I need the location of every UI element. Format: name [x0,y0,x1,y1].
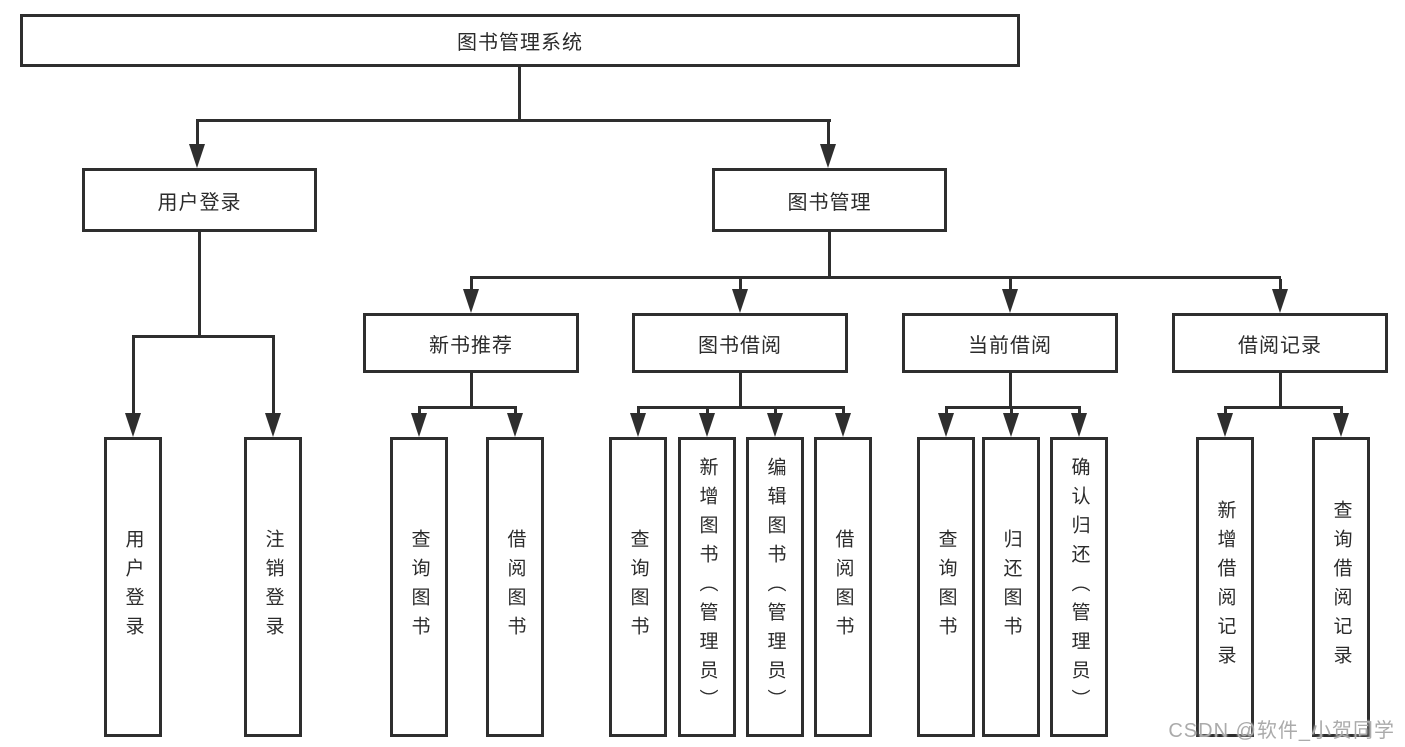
connector-records-leaf2-stem [1340,409,1343,415]
arrow-bookborrow-edit [767,413,783,437]
arrow-bookborrow-query [630,413,646,437]
leaf-records-add-label: 新增借阅记录 [1214,500,1236,674]
arrow-bookborrow-add [699,413,715,437]
arrow-to-book-management [820,144,836,168]
connector-bookborrow-down [739,373,742,406]
connector-leaf-login-stem [132,338,135,413]
connector-newbooks-hline [418,406,517,409]
connector-newbooks-down [470,373,473,406]
connector-bookborrow-leaf2-stem [706,409,709,415]
connector-userlogin-stem [196,121,199,146]
leaf-newbooks-borrow: 借阅图书 [486,437,544,737]
connector-newbooks-leaf1-stem [418,409,421,415]
node-book-borrow-label: 图书借阅 [698,334,782,357]
leaf-newbooks-borrow-label: 借阅图书 [504,529,526,645]
arrow-to-current-borrow [1002,289,1018,313]
connector-records-hline [1224,406,1343,409]
connector-currentborrow-leaf2-stem [1010,409,1013,415]
connector-bookborrow-leaf1-stem [637,409,640,415]
node-new-book-recommend: 新书推荐 [363,313,579,373]
connector-newbooks-leaf2-stem [514,409,517,415]
arrow-currentborrow-confirm [1071,413,1087,437]
leaf-bookborrow-query-label: 查询图书 [627,529,649,645]
connector-records-down [1279,373,1282,406]
node-new-book-recommend-label: 新书推荐 [429,334,513,357]
leaf-currentborrow-confirm-label: 确认归还（管理员） [1068,456,1090,718]
connector-root-stem [518,67,521,120]
leaf-newbooks-query-label: 查询图书 [408,529,430,645]
leaf-bookborrow-borrow-label: 借阅图书 [832,529,854,645]
leaf-user-login-label: 用户登录 [122,529,144,645]
connector-records-stem [1279,279,1282,291]
arrow-currentborrow-return [1003,413,1019,437]
connector-level3-hline [470,276,1281,279]
connector-currentborrow-hline [945,406,1081,409]
arrow-newbooks-borrow [507,413,523,437]
arrow-records-query [1333,413,1349,437]
connector-bookborrow-leaf3-stem [774,409,777,415]
connector-currentborrow-stem [1009,279,1012,291]
arrow-newbooks-query [411,413,427,437]
node-current-borrow: 当前借阅 [902,313,1118,373]
connector-newbooks-stem [470,279,473,291]
leaf-newbooks-query: 查询图书 [390,437,448,737]
leaf-records-query: 查询借阅记录 [1312,437,1370,737]
arrow-to-new-books [463,289,479,313]
arrow-to-borrow-records [1272,289,1288,313]
csdn-watermark: CSDN @软件_小贺同学 [1168,720,1395,742]
arrow-to-book-borrow [732,289,748,313]
connector-bookborrow-stem [739,279,742,291]
node-root-library-system: 图书管理系统 [20,14,1020,67]
connector-bookborrow-leaf4-stem [842,409,845,415]
connector-bookmgmt-stem [827,121,830,146]
leaf-records-add: 新增借阅记录 [1196,437,1254,737]
node-book-management: 图书管理 [712,168,947,232]
node-user-login: 用户登录 [82,168,317,232]
leaf-bookborrow-add: 新增图书（管理员） [678,437,736,737]
arrow-to-leaf-logout [265,413,281,437]
connector-records-leaf1-stem [1224,409,1227,415]
leaf-bookborrow-edit-label: 编辑图书（管理员） [764,456,786,718]
connector-userlogin-hline [132,335,275,338]
connector-leaf-logout-stem [272,338,275,413]
arrow-currentborrow-query [938,413,954,437]
arrow-to-leaf-login [125,413,141,437]
leaf-logout: 注销登录 [244,437,302,737]
connector-currentborrow-down [1009,373,1012,406]
leaf-bookborrow-edit: 编辑图书（管理员） [746,437,804,737]
connector-level2-hline [196,119,831,122]
leaf-currentborrow-return-label: 归还图书 [1000,529,1022,645]
arrow-records-add [1217,413,1233,437]
node-root-label: 图书管理系统 [457,32,583,54]
leaf-bookborrow-add-label: 新增图书（管理员） [696,456,718,718]
leaf-currentborrow-return: 归还图书 [982,437,1040,737]
leaf-records-query-label: 查询借阅记录 [1330,500,1352,674]
node-borrow-records-label: 借阅记录 [1238,334,1322,357]
leaf-currentborrow-query-label: 查询图书 [935,529,957,645]
node-user-login-label: 用户登录 [157,191,242,214]
leaf-bookborrow-borrow: 借阅图书 [814,437,872,737]
node-book-borrow: 图书借阅 [632,313,848,373]
node-borrow-records: 借阅记录 [1172,313,1388,373]
leaf-user-login: 用户登录 [104,437,162,737]
arrow-to-user-login [189,144,205,168]
leaf-bookborrow-query: 查询图书 [609,437,667,737]
node-current-borrow-label: 当前借阅 [968,334,1052,357]
connector-bookmgmt-down [828,232,831,276]
connector-currentborrow-leaf1-stem [945,409,948,415]
leaf-currentborrow-query: 查询图书 [917,437,975,737]
leaf-currentborrow-confirm: 确认归还（管理员） [1050,437,1108,737]
leaf-logout-label: 注销登录 [262,529,284,645]
connector-userlogin-down [198,232,201,335]
connector-bookborrow-hline [637,406,845,409]
arrow-bookborrow-borrow [835,413,851,437]
connector-currentborrow-leaf3-stem [1078,409,1081,415]
node-book-management-label: 图书管理 [787,191,872,214]
